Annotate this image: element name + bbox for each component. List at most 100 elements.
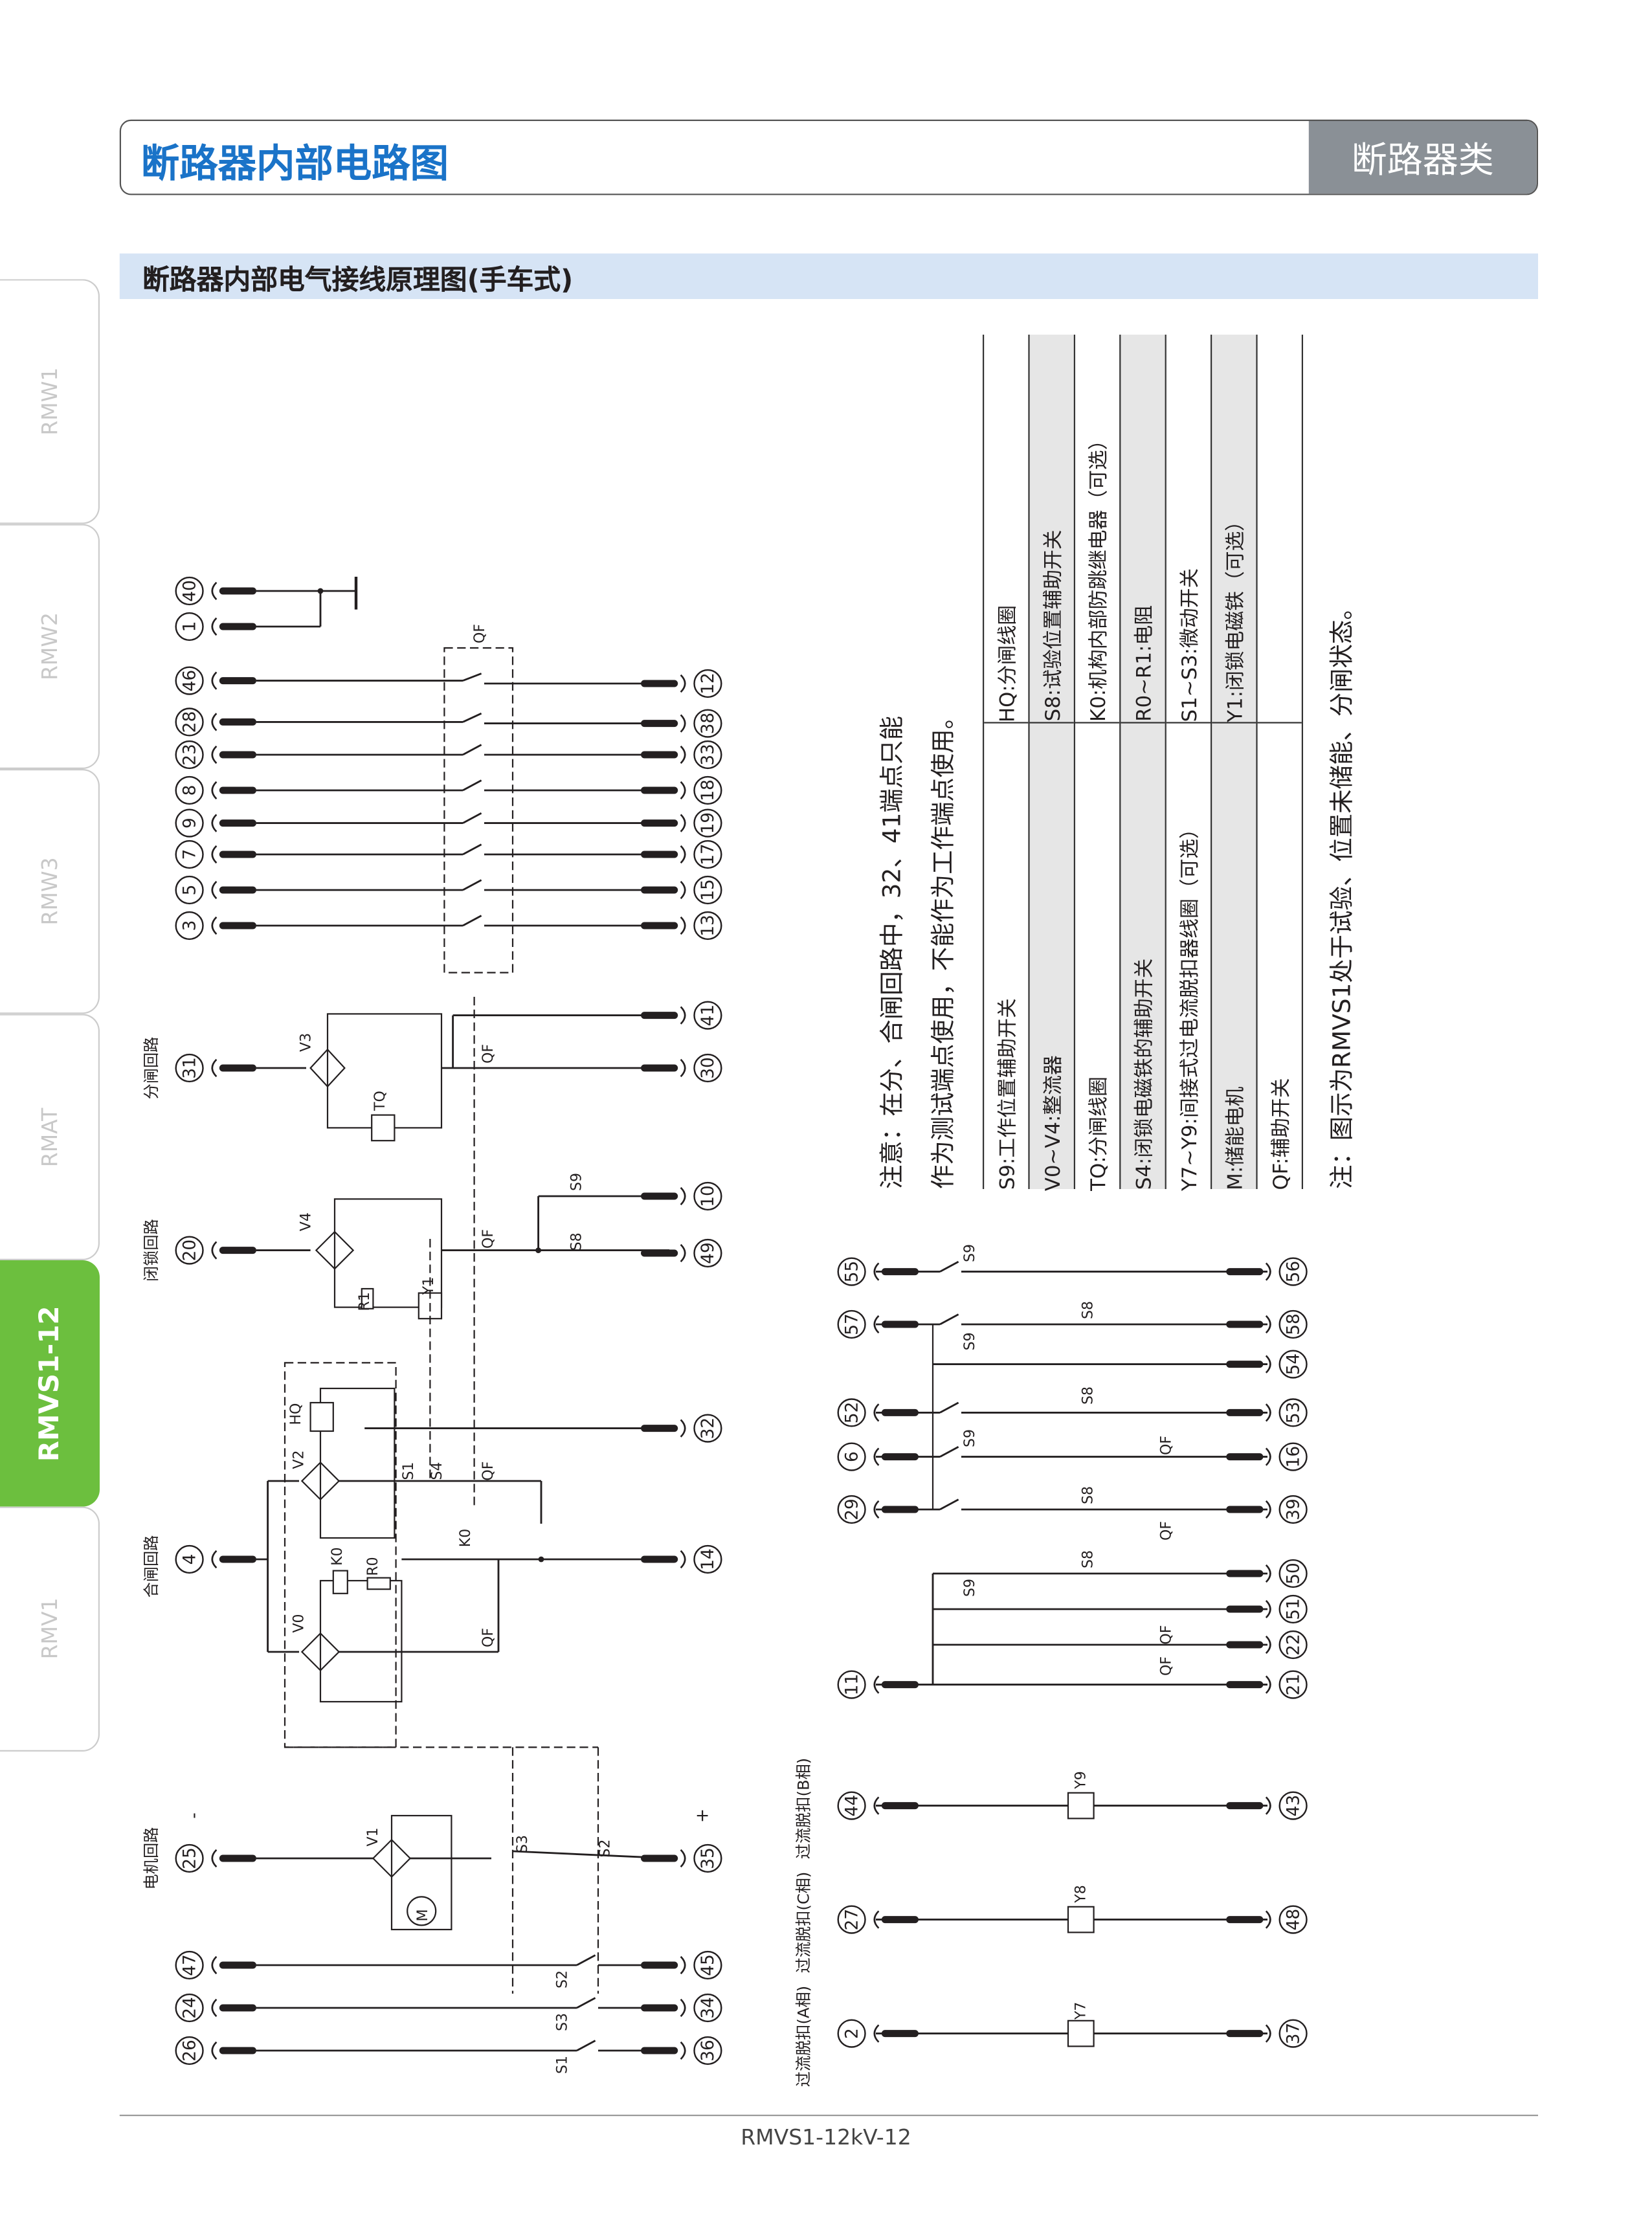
component-label: S9: [962, 1429, 978, 1447]
terminal-number: 33: [698, 744, 718, 766]
circuit-box: [390, 1814, 452, 1931]
terminal-number: 14: [698, 1548, 718, 1570]
component-label: QF: [480, 1229, 497, 1249]
section-title: 断路器内部电气接线原理图(手车式): [142, 265, 574, 296]
terminal-number: 13: [698, 915, 718, 937]
legend-cell: S4:闭锁电磁铁的辅助开关: [1121, 722, 1165, 1190]
component-label: S1: [555, 2056, 571, 2074]
side-tab-rmw3[interactable]: RMW3: [0, 769, 100, 1014]
legend-cell: Y1:闭锁电磁铁（可选）: [1212, 335, 1256, 722]
terminal-pin: [219, 2047, 256, 2054]
component-label: V2: [291, 1450, 307, 1469]
plug-icon: [680, 781, 686, 800]
terminal-number: 36: [698, 2040, 718, 2062]
terminal-pin: [219, 677, 256, 685]
plug-icon: [1265, 1635, 1271, 1654]
plug-icon: [211, 1058, 218, 1078]
terminal-number: 37: [1283, 2023, 1303, 2045]
wire: [462, 843, 482, 856]
terminal-number: 22: [1283, 1634, 1303, 1656]
page-header: 断路器内部电路图 断路器类: [119, 119, 1538, 195]
terminal-pin: [219, 1555, 256, 1563]
legend-text: TQ:分闸线圈: [1087, 1076, 1110, 1191]
component-label: V1: [365, 1827, 381, 1846]
legend-cell: Y7~Y9:间接式过电流脱扣器线圈（可选）: [1166, 722, 1211, 1190]
component-label: S3: [555, 2013, 571, 2031]
side-tab-rmw1[interactable]: RMW1: [0, 279, 100, 524]
component-label: S9: [962, 1332, 978, 1350]
terminal-circle: [693, 1181, 722, 1211]
legend-text: K0:机构内部防跳继电器（可选）: [1087, 430, 1110, 722]
plug-icon: [680, 1419, 686, 1438]
side-tab-rmv1[interactable]: RMV1: [0, 1506, 100, 1752]
component-label: R1: [357, 1292, 373, 1311]
terminal-circle: [175, 740, 204, 770]
resistor-icon: [361, 1287, 374, 1309]
plug-icon: [211, 1241, 218, 1260]
trip-coil-icon: [1067, 2020, 1095, 2047]
component-label: S9: [962, 1579, 978, 1597]
plug-icon: [873, 2024, 880, 2043]
terminal-number: 30: [698, 1057, 718, 1079]
side-tab-rmw2[interactable]: RMW2: [0, 524, 100, 769]
circuit-label: 过流脱扣(B相): [795, 1758, 813, 1859]
terminal-circle: [693, 1001, 722, 1030]
circuit-label: 合闸回路: [142, 1535, 161, 1598]
terminal-circle: [175, 840, 204, 869]
terminal-number: 53: [1283, 1402, 1303, 1424]
terminal-number: 24: [179, 1997, 199, 2019]
note-line-2: 作为测试端点使用，不能作为工作端点使用。: [930, 705, 959, 1189]
terminal-number: 50: [1283, 1563, 1303, 1585]
component-label: HQ: [288, 1403, 304, 1425]
plug-icon: [680, 1550, 686, 1569]
terminal-number: 7: [179, 849, 199, 860]
plug-icon: [1265, 1675, 1271, 1694]
terminal-circle: [175, 1544, 204, 1574]
terminal-circle: [693, 840, 722, 869]
terminal-circle: [1278, 1559, 1308, 1588]
side-tab-rmat[interactable]: RMAT: [0, 1014, 100, 1260]
legend-cell: M:储能电机: [1212, 722, 1256, 1190]
legend-cell: K0:机构内部防跳继电器（可选）: [1075, 335, 1119, 722]
legend-text: HQ:分闸线圈: [996, 605, 1020, 722]
terminal-number: 35: [698, 1847, 718, 1869]
plug-icon: [680, 845, 686, 864]
terminal-pin: [219, 1854, 256, 1862]
circuit-label: 过流脱扣(A相): [795, 1986, 813, 2087]
terminal-pin: [219, 751, 256, 759]
terminal-circle: [1278, 1630, 1308, 1660]
side-tab-rmvs1-12[interactable]: RMVS1-12: [0, 1260, 100, 1507]
legend-column: Y1:闭锁电磁铁（可选）M:储能电机: [1211, 335, 1256, 1190]
bottom-note: 注：图示为RMVS1处于试验、位置未储能、分闸状态。: [1328, 595, 1357, 1189]
plug-icon: [680, 674, 686, 693]
terminal-number: 6: [842, 1451, 862, 1462]
component-label: S8: [1080, 1486, 1096, 1504]
page-title: 断路器内部电路图: [140, 142, 449, 187]
terminal-pin: [219, 886, 256, 894]
terminal-number: 49: [698, 1242, 718, 1264]
junction-dot: [538, 1556, 544, 1563]
terminal-circle: [693, 1950, 722, 1980]
terminal-number: 55: [842, 1261, 862, 1283]
page-number: RMVS1-12kV-12: [741, 2124, 911, 2150]
junction-dot: [317, 588, 324, 594]
component-label: Y8: [1073, 1885, 1089, 1903]
component-label: Y1: [421, 1277, 437, 1295]
component-label: R0: [365, 1557, 381, 1575]
plug-icon: [873, 1447, 880, 1466]
terminal-pin: [219, 819, 256, 827]
plug-icon: [873, 1403, 880, 1422]
terminal-circle: [693, 740, 722, 770]
terminal-circle: [1278, 1350, 1308, 1379]
component-label: S8: [569, 1232, 585, 1251]
plug-icon: [680, 1243, 686, 1263]
legend-cell: TQ:分闸线圈: [1075, 722, 1120, 1191]
plug-icon: [211, 1955, 218, 1975]
terminal-pin: [219, 718, 256, 726]
terminal-number: 39: [1283, 1498, 1303, 1520]
component-label: Y9: [1073, 1771, 1089, 1789]
terminal-number: 19: [698, 812, 718, 834]
legend-text: V0~V4:整流器: [1042, 1054, 1065, 1191]
terminal-circle: [1278, 1791, 1308, 1820]
